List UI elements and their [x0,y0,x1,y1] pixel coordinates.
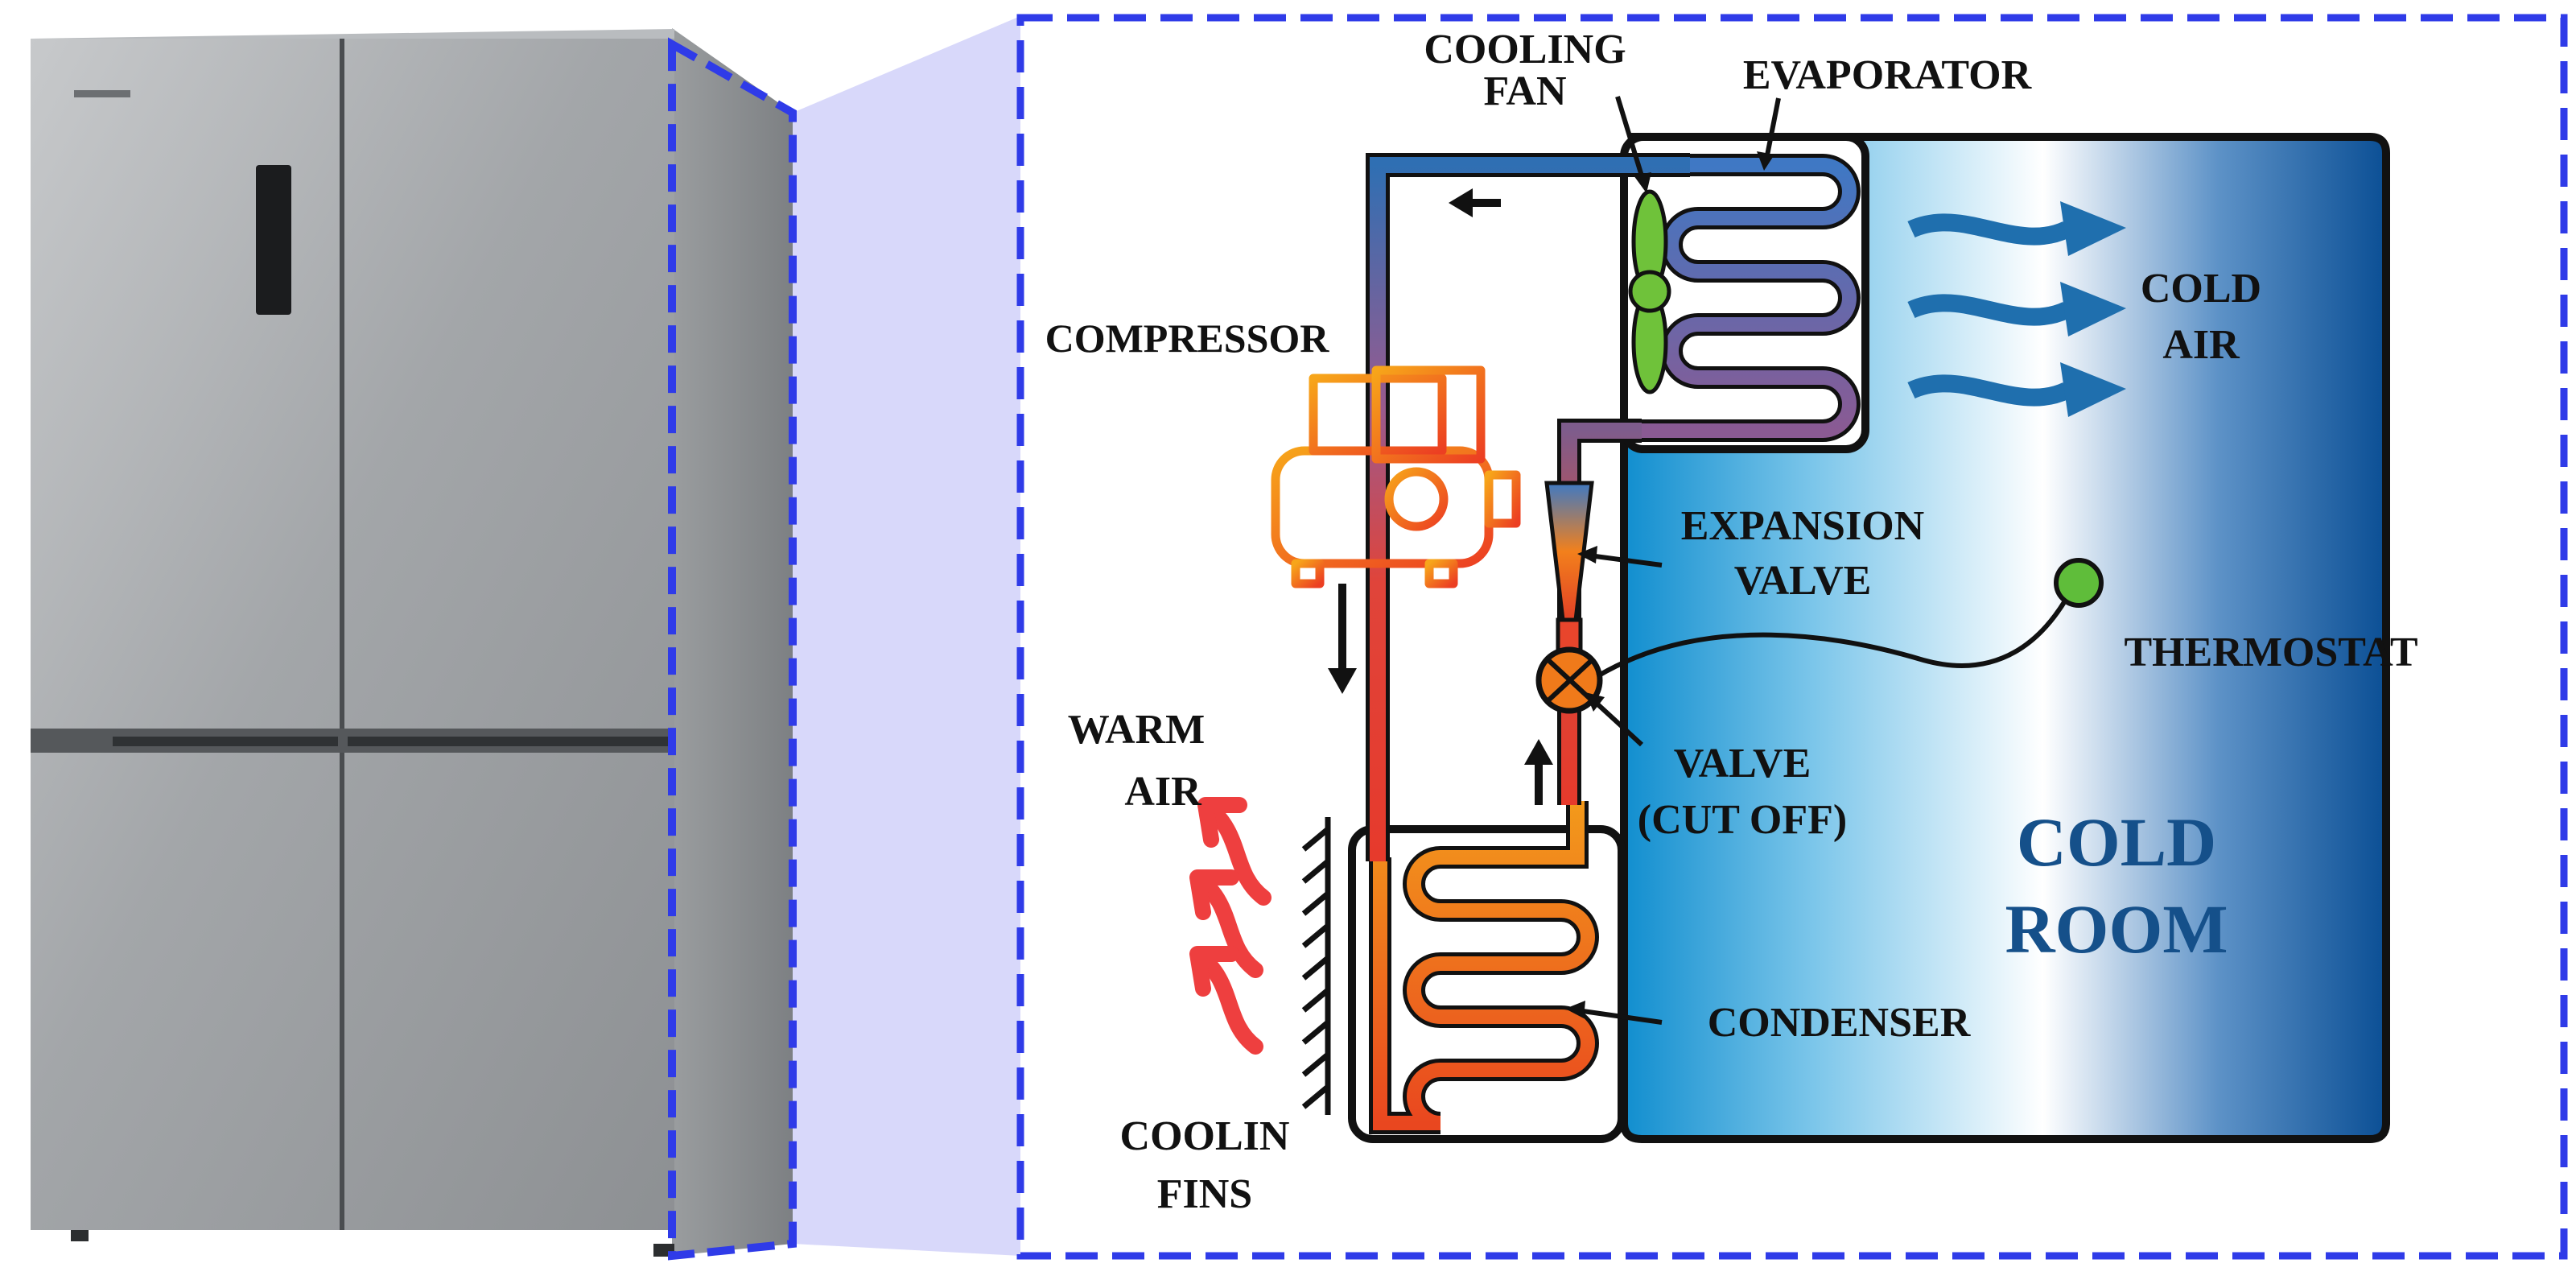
leader-cutoff-valve [1591,698,1644,747]
warm-air-arrow [1197,797,1247,848]
warm-air-arrow [1189,869,1239,920]
leader-cooling-fan [1615,96,1646,182]
leader-cutoff-valve-head [1585,692,1605,712]
flow-arrow-up [1524,739,1553,805]
cooling-fins [1301,817,1331,1115]
label-expansion-valve-line2: VALVE [1734,558,1872,604]
thermostat-wire [1596,582,2077,679]
warm-air-arrow [1199,799,1272,906]
refrigerator-photo [31,28,793,1257]
fridge-side-panel [672,28,793,1256]
callout-zoom-wedge [793,16,1020,1256]
label-cooling-fins-line1: COOLIN [1120,1113,1290,1159]
leader-lines [1565,96,1781,1025]
label-cutoff-valve-line2: (CUT OFF) [1638,797,1847,843]
label-cold-air-line2: AIR [2162,322,2240,368]
cutoff-valve [1535,646,1603,714]
compressor-icon [1271,365,1521,588]
cooling-fan [1628,189,1671,394]
label-cold-room-line2: ROOM [2005,890,2228,968]
leader-expansion-valve [1589,553,1663,568]
cold-air-arrows [1907,201,2126,417]
fridge-foot-left [71,1230,89,1241]
label-evaporator: EVAPORATOR [1743,52,2033,98]
label-warm-air-line2: AIR [1124,769,1202,815]
leader-expansion-valve-head [1577,546,1597,564]
label-cutoff-valve-line1: VALVE [1674,741,1811,787]
flow-arrow-left [1449,188,1501,217]
label-compressor: COMPRESSOR [1045,316,1330,361]
labels: COOLING FAN EVAPORATOR COLD AIR COMPRESS… [1045,27,2418,1217]
leader-cooling-fan-head [1634,172,1651,193]
warm-air-arrow [1189,946,1239,997]
label-cooling-fan-line1: COOLING [1424,27,1626,72]
leader-evaporator-head [1757,151,1774,171]
thermostat-sensor [2054,558,2104,608]
label-cold-air-line1: COLD [2141,266,2261,312]
leader-condenser-head [1565,1001,1585,1018]
evaporator-coil [1642,154,1861,442]
callout-fridge-outline [668,37,797,1261]
fridge-front [31,39,674,1230]
fridge-top [31,29,674,39]
flow-arrow-down [1328,584,1357,694]
warm-air-arrow [1191,948,1263,1055]
condenser-coil [1369,801,1599,1134]
leader-condenser [1577,1008,1663,1025]
leader-evaporator [1764,97,1781,160]
fridge-right-handle [348,737,670,746]
fridge-left-handle [113,737,338,746]
label-warm-air-line1: WARM [1068,707,1205,753]
cold-air-arrow [1907,362,2126,417]
label-cold-room-line1: COLD [2017,803,2216,881]
label-cooling-fan-line2: FAN [1483,68,1566,114]
label-condenser: CONDENSER [1708,1000,1972,1046]
label-cooling-fins-line2: FINS [1157,1171,1252,1217]
cold-air-arrow [1907,201,2126,256]
label-thermostat: THERMOSTAT [2124,630,2417,675]
warm-air-arrows [1189,797,1272,1055]
cold-air-arrow [1907,282,2126,336]
warm-air-arrow [1191,871,1263,978]
label-expansion-valve-line1: EXPANSION [1681,503,1924,549]
fridge-control-panel [256,165,291,315]
condenser-box [1348,825,1626,1143]
fridge-brand-logo [74,90,130,97]
